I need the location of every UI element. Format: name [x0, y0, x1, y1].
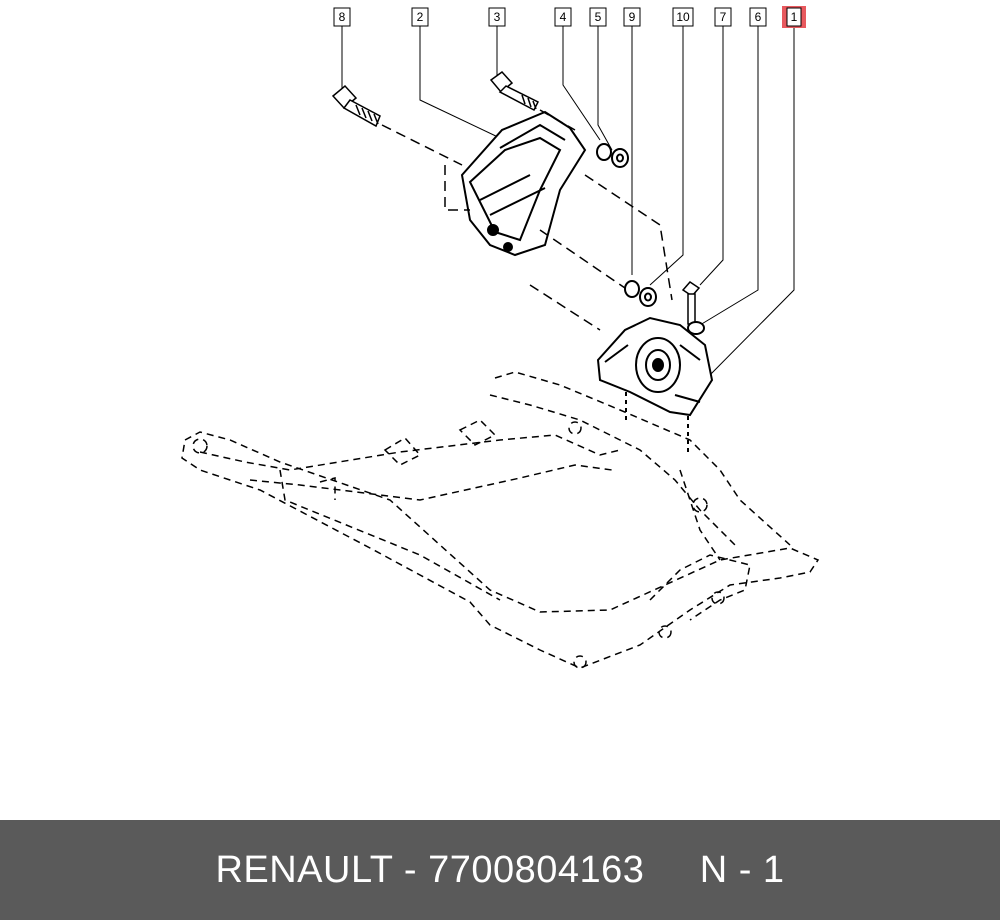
washers-9-10-part — [624, 280, 657, 307]
subframe-part — [181, 371, 820, 669]
part-info-text: RENAULT - 7700804163 N - 1 — [215, 848, 785, 891]
callout-label: 6 — [755, 10, 762, 24]
washers-4-5-part — [596, 143, 629, 168]
callout-8: 8 — [333, 7, 351, 27]
bolt-7-part — [681, 281, 701, 325]
callout-9: 9 — [623, 7, 641, 27]
callout-4: 4 — [554, 7, 572, 27]
part-info-footer: RENAULT - 7700804163 N - 1 — [0, 820, 1000, 920]
callout-label: 7 — [720, 10, 727, 24]
callout-label: 3 — [494, 10, 501, 24]
callout-6: 6 — [749, 7, 767, 27]
callout-3: 3 — [488, 7, 506, 27]
callout-5: 5 — [589, 7, 607, 27]
callout-10: 10 — [672, 7, 694, 27]
callout-label: 2 — [417, 10, 424, 24]
callout-2: 2 — [411, 7, 429, 27]
exploded-parts-diagram: 8 2 3 4 5 9 10 7 6 1 — [181, 6, 820, 669]
callout-label: 1 — [791, 10, 798, 24]
bracket-2-part — [460, 110, 587, 257]
callout-label: 10 — [676, 10, 690, 24]
callout-7: 7 — [714, 7, 732, 27]
callout-label: 4 — [560, 10, 567, 24]
washer-6-part — [687, 321, 705, 335]
callout-1: 1 — [782, 6, 806, 28]
leader-lines — [341, 26, 795, 381]
callout-label: 9 — [629, 10, 636, 24]
engine-mount-1-part — [596, 316, 714, 455]
callout-label: 8 — [339, 10, 346, 24]
bolt-8-part — [331, 84, 381, 128]
callout-box — [786, 7, 802, 27]
callout-label: 5 — [595, 10, 602, 24]
assembly-lines — [381, 109, 673, 331]
bolt-3-part — [489, 70, 540, 112]
